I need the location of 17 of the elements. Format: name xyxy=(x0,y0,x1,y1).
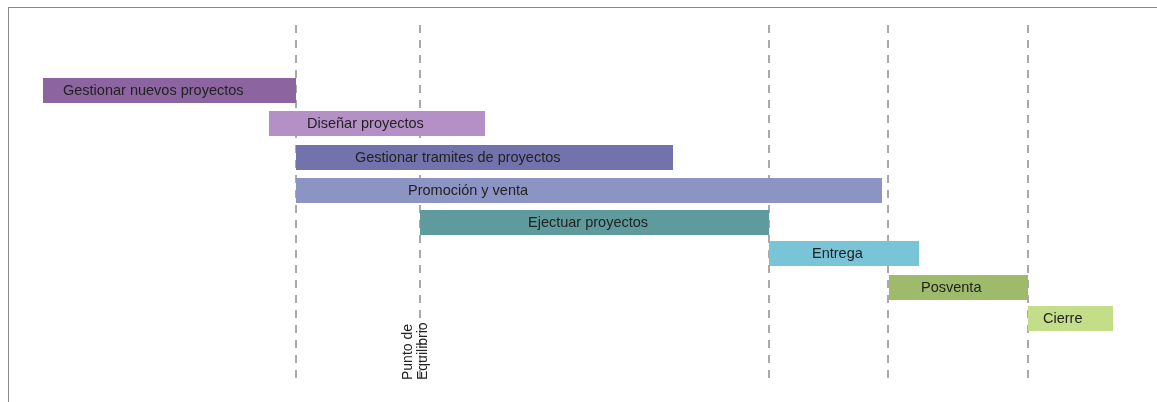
task-bar xyxy=(769,241,919,266)
task-bar xyxy=(296,178,882,203)
task-label: Entrega xyxy=(812,245,863,262)
milestone-label: Punto de Equilibrio xyxy=(400,321,430,380)
task-label: Gestionar nuevos proyectos xyxy=(63,82,244,99)
task-label: Ejectuar proyectos xyxy=(528,214,649,231)
task-label: Diseñar proyectos xyxy=(307,115,424,132)
task-label: Gestionar tramites de proyectos xyxy=(355,149,561,166)
task-bar xyxy=(1028,306,1113,331)
task-bar xyxy=(889,275,1028,300)
task-label: Promoción y venta xyxy=(408,182,529,199)
task-bar xyxy=(43,78,296,103)
task-bar xyxy=(420,210,769,235)
task-bar xyxy=(269,111,485,136)
task-bar xyxy=(296,145,673,170)
task-label: Cierre xyxy=(1043,310,1083,327)
task-label: Posventa xyxy=(921,279,982,296)
